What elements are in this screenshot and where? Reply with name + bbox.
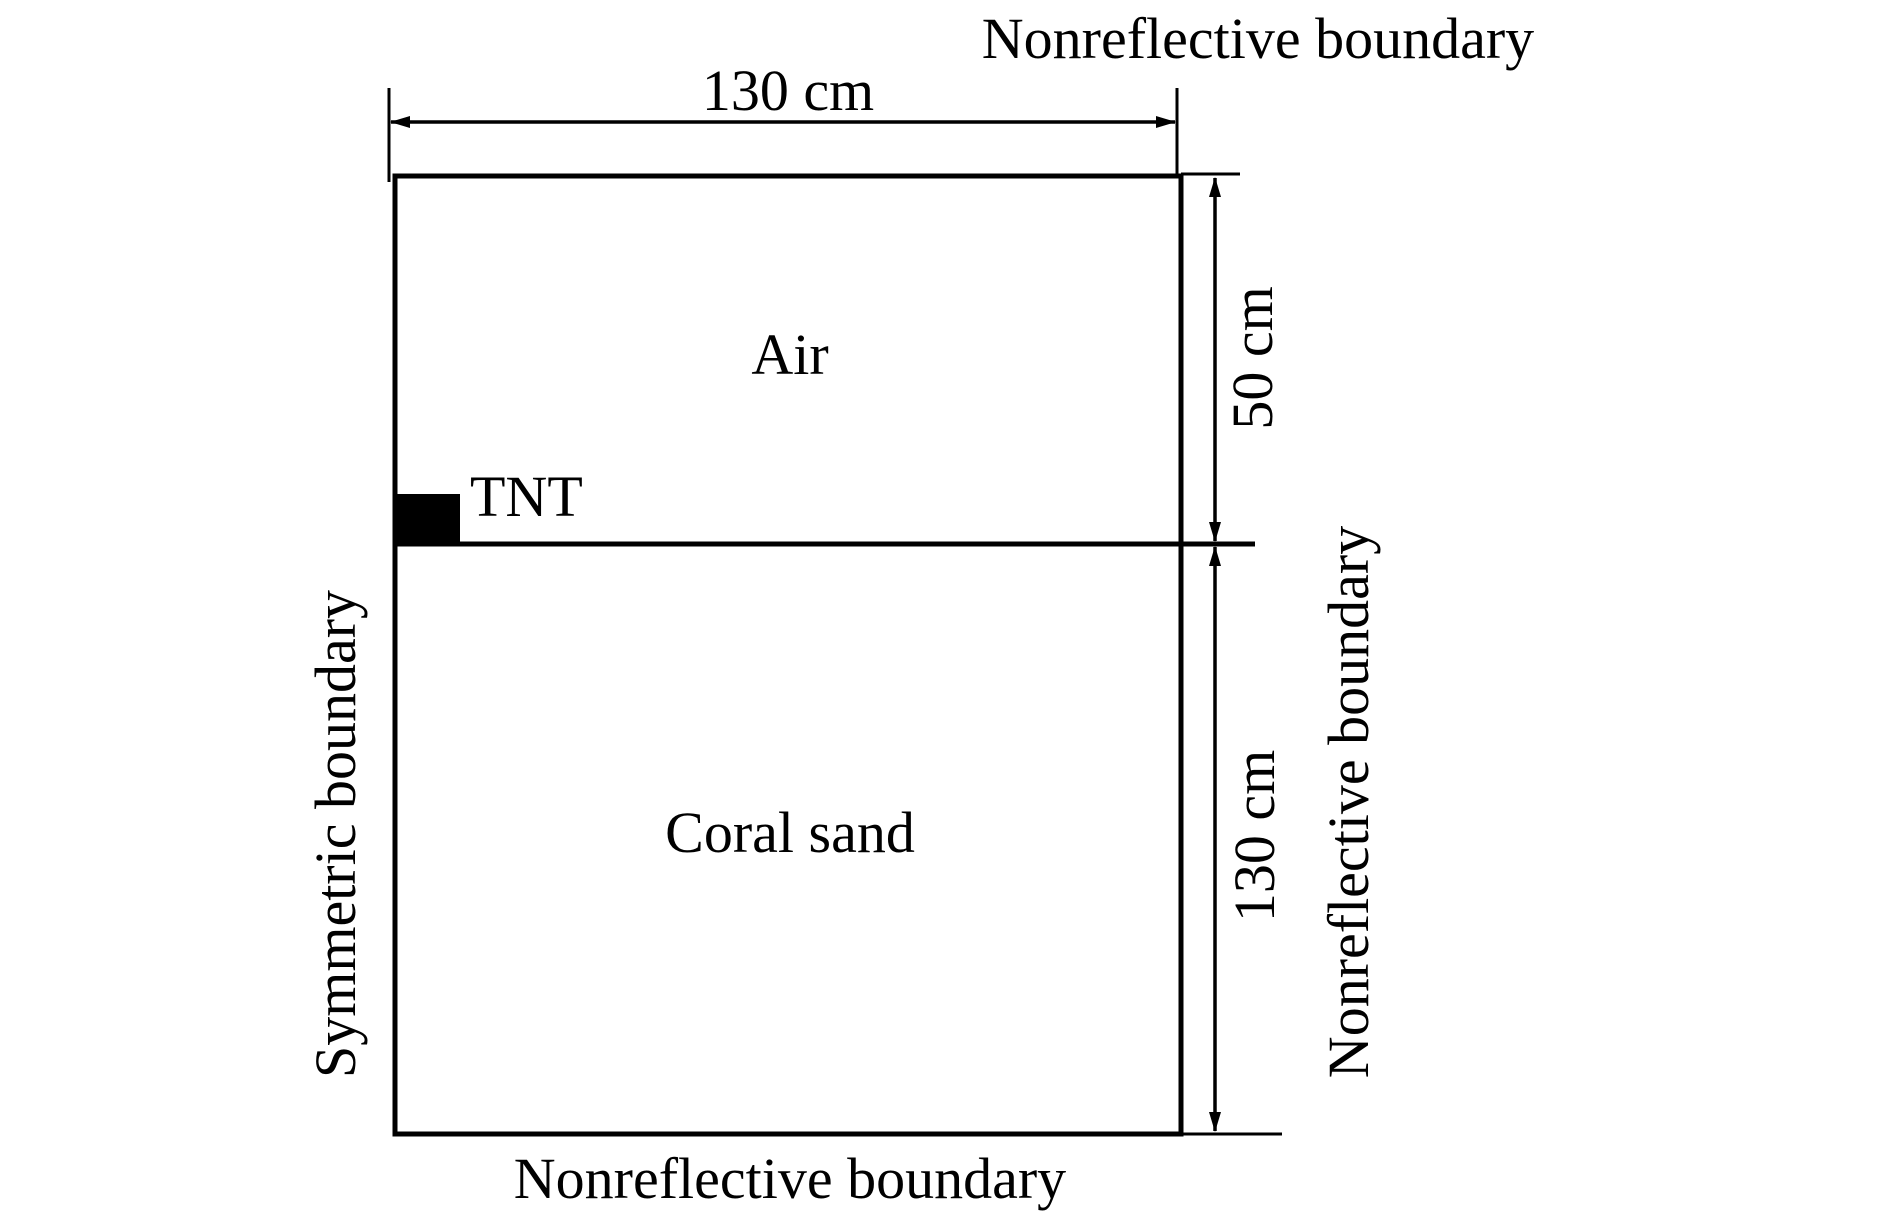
bottom-boundary-label: Nonreflective boundary — [514, 1146, 1066, 1211]
left-boundary-label: Symmetric boundary — [303, 590, 368, 1078]
right-boundary-label: Nonreflective boundary — [1316, 526, 1381, 1078]
width-dimension-label: 130 cm — [702, 58, 874, 123]
tnt-charge — [395, 494, 460, 543]
air-region-label: Air — [751, 322, 828, 387]
top-boundary-label: Nonreflective boundary — [982, 6, 1534, 71]
domain-outline — [392, 173, 1184, 1137]
sand-region-label: Coral sand — [665, 800, 915, 865]
sand-height-dimension-label: 130 cm — [1222, 750, 1287, 922]
charge-label: TNT — [470, 464, 583, 529]
air-height-dimension-label: 50 cm — [1220, 286, 1285, 429]
